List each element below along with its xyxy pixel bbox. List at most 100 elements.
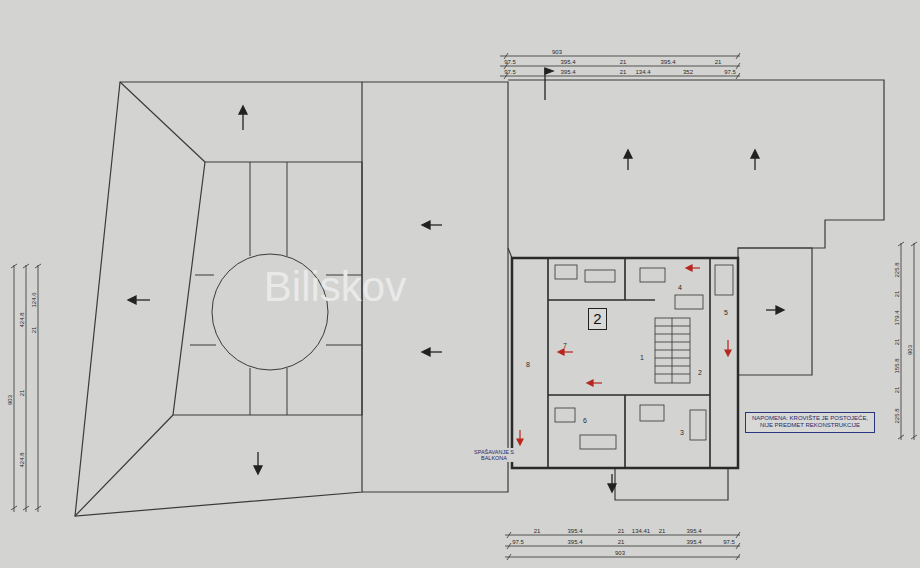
floor-plan-walls [512, 258, 738, 468]
dimension-number: 97.5 [724, 69, 736, 75]
bed-symbol [640, 268, 665, 282]
room-number: 5 [724, 309, 728, 316]
dimension-line [898, 242, 917, 439]
courtyard-pattern [287, 162, 288, 256]
bed-symbol [675, 295, 703, 309]
dimension-number: 903 [7, 395, 13, 405]
evacuation-arrow [686, 265, 692, 271]
dimension-number: 134.41 [632, 528, 650, 534]
floor-plan-walls [625, 299, 655, 300]
dimension-number: 225.8 [894, 408, 900, 423]
bed-symbol [690, 410, 706, 440]
slope-arrow [128, 68, 784, 492]
dimension-line [505, 535, 740, 536]
evacuation-arrow [558, 349, 564, 355]
roof-outline [508, 80, 884, 258]
slope-arrow [254, 466, 262, 474]
floor-plan-walls [548, 394, 710, 395]
dimension-number: 424.8 [19, 312, 25, 327]
dimension-number: 155.8 [894, 358, 900, 373]
roof-outline [120, 82, 205, 162]
dimension-number: 395.4 [560, 59, 575, 65]
dimension-number: 21 [618, 528, 625, 534]
floor-plan-walls [624, 395, 626, 467]
dimension-number: 97.5 [512, 539, 524, 545]
floor-plan-walls [512, 258, 738, 468]
note-box: NAPOMENA: KROVIŠTE JE POSTOJEĆE, NIJE PR… [745, 412, 875, 433]
evacuation-arrow [587, 380, 593, 386]
roof-outline [615, 467, 728, 500]
dimension-number: 424.8 [19, 452, 25, 467]
floor-plan-walls [709, 258, 711, 467]
bed-symbol [555, 265, 733, 449]
slope-arrow [422, 348, 430, 356]
dimension-number: 395.4 [567, 528, 582, 534]
dimension-number: 395.4 [660, 59, 675, 65]
stair-symbol [655, 318, 690, 383]
room-tag: 2 [593, 310, 602, 328]
slope-arrow [128, 296, 136, 304]
dimension-number: 21 [31, 327, 37, 334]
bed-symbol [555, 265, 577, 279]
stair-symbol [655, 318, 690, 383]
dimension-number: 21 [659, 528, 666, 534]
dimension-number: 225.8 [894, 262, 900, 277]
stair-symbol [655, 350, 690, 351]
dimension-line [914, 243, 915, 440]
stair-symbol [655, 326, 690, 327]
watermark: Biliskov [264, 266, 406, 308]
dimension-number: 395.4 [686, 528, 701, 534]
dimension-number: 21 [19, 390, 25, 397]
dimension-number: 21 [894, 339, 900, 346]
dimension-line [901, 243, 902, 440]
roof-outline [75, 80, 884, 516]
dimension-number: 21 [534, 528, 541, 534]
dimension-number: 352 [683, 69, 693, 75]
dimension-number: 21 [618, 539, 625, 545]
stair-symbol [672, 318, 673, 383]
courtyard-pattern [250, 162, 251, 256]
courtyard-pattern [326, 345, 362, 346]
dimension-line [26, 265, 27, 512]
room-number: 1 [640, 354, 644, 361]
dimension-number: 179.4 [894, 310, 900, 325]
floor-plan-walls [624, 258, 626, 300]
dimension-number: 97.5 [504, 69, 516, 75]
room-tag-box: 2 [588, 308, 607, 330]
dimension-number: 21 [620, 69, 627, 75]
slope-arrow [751, 150, 759, 158]
floor-plan-walls [547, 258, 549, 467]
note-text: NAPOMENA: KROVIŠTE JE POSTOJEĆE, NIJE PR… [750, 415, 870, 429]
bed-symbol [640, 405, 664, 421]
slope-arrow [422, 221, 430, 229]
dimension-number: 21 [894, 387, 900, 394]
slope-arrow [776, 306, 784, 314]
dimension-line [505, 546, 740, 547]
dimension-number: 97.5 [504, 59, 516, 65]
dimension-line [500, 56, 740, 57]
dimension-line [507, 532, 740, 560]
slope-arrow [545, 68, 553, 74]
stair-symbol [655, 358, 690, 359]
dimension-number: 395.4 [567, 539, 582, 545]
roof-outline [738, 248, 812, 375]
dimension-line [14, 265, 15, 512]
dimension-number: 21 [620, 59, 627, 65]
dimension-number: 903 [615, 550, 625, 556]
dimension-line [500, 76, 740, 77]
dimension-line [504, 53, 740, 79]
dimension-number: 97.5 [723, 539, 735, 545]
bed-symbol [555, 408, 575, 422]
slope-arrow [624, 150, 632, 158]
rescue-note: SPAŠAVANJE S BALKONA [471, 448, 517, 462]
courtyard-pattern [287, 368, 288, 415]
roof-outline [75, 415, 173, 516]
room-number: 6 [583, 417, 587, 424]
dimension-line [11, 53, 917, 560]
dimension-number: 903 [552, 49, 562, 55]
courtyard-pattern [250, 368, 251, 415]
evacuation-arrow [517, 265, 731, 445]
slope-arrow [608, 484, 616, 492]
stair-symbol [655, 342, 690, 343]
